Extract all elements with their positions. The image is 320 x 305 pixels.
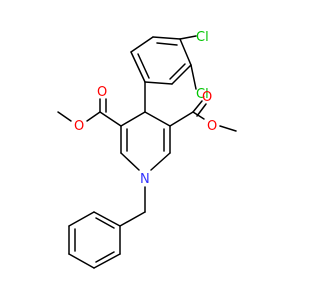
bond	[68, 253, 95, 269]
bond-c-o	[86, 111, 101, 122]
bond	[144, 111, 171, 127]
bond-o-ch3	[219, 125, 237, 132]
bond	[120, 111, 146, 127]
bond	[150, 152, 171, 171]
bond	[152, 36, 181, 40]
oxygen-label: O	[97, 85, 107, 100]
oxygen-label: O	[202, 90, 212, 105]
bond-c-cl	[179, 35, 197, 40]
bond-c-o-double	[196, 103, 207, 117]
bond-c-o	[192, 111, 205, 120]
bond	[93, 253, 121, 269]
oxygen-label: O	[74, 119, 84, 134]
bond	[169, 111, 194, 127]
bond	[120, 152, 140, 171]
bond-inner	[137, 53, 150, 79]
bond-inner	[95, 251, 115, 263]
bond-o-ch3	[57, 111, 72, 122]
bond	[130, 51, 146, 83]
bond-inner	[95, 217, 115, 229]
bond	[99, 111, 122, 127]
bond-c-cl	[190, 64, 197, 90]
chlorine-label: Cl	[196, 30, 209, 45]
molecule-diagram: Cl Cl O O O O N	[57, 30, 237, 269]
oxygen-label: O	[207, 119, 217, 134]
bond	[119, 211, 146, 227]
bond	[93, 211, 121, 227]
bond	[171, 64, 192, 85]
structure-canvas: Cl Cl O O O O N	[57, 30, 237, 269]
bond	[130, 36, 154, 53]
atom-label-layer: Cl Cl O O O O N	[74, 30, 217, 187]
bond-c-o-double	[192, 100, 203, 113]
chlorine-label: Cl	[196, 87, 209, 102]
nitrogen-label: N	[140, 172, 150, 187]
bond-layer	[57, 35, 237, 269]
bond	[179, 38, 192, 66]
bond-inner	[156, 42, 178, 46]
bond	[144, 81, 173, 85]
bond-inner	[169, 63, 186, 80]
bond	[68, 211, 95, 227]
